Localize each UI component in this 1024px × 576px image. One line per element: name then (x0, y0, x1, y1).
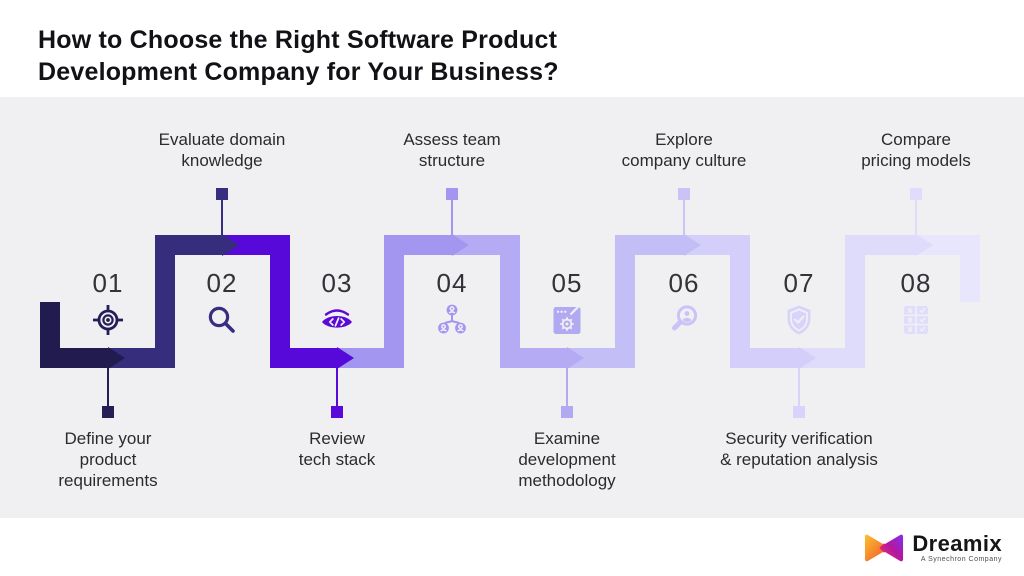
brand-name: Dreamix (912, 531, 1002, 556)
step-02: 02 Evaluate domain knowledge (159, 0, 285, 576)
step-number: 07 (783, 268, 815, 298)
dreamix-logo-icon (865, 534, 904, 562)
step-label: Explore company culture (621, 130, 747, 170)
checklist-table-icon (898, 302, 934, 338)
step-label: Define your product requirements (58, 429, 158, 490)
step-label: Review tech stack (298, 429, 376, 469)
marker-square (793, 406, 805, 418)
marker-square (331, 406, 343, 418)
window-gear-icon (549, 302, 585, 338)
marker-square (102, 406, 114, 418)
marker-square (446, 188, 458, 200)
marker-square (561, 406, 573, 418)
connector-line (336, 368, 338, 407)
connector-line (915, 199, 917, 236)
step-label: Compare pricing models (861, 130, 971, 170)
step-01: 01 Define your product requirements (48, 0, 168, 576)
connector-line (683, 199, 685, 236)
magnifier-icon (204, 302, 240, 338)
step-number: 06 (668, 268, 700, 298)
code-review-eye-icon (319, 302, 355, 338)
step-number: 01 (92, 268, 124, 298)
person-search-icon (666, 302, 702, 338)
step-number: 05 (551, 268, 583, 298)
brand-logo: Dreamix A Synechron Company (864, 532, 1002, 564)
target-icon (90, 302, 126, 338)
step-number: 02 (206, 268, 238, 298)
step-number: 08 (900, 268, 932, 298)
step-number: 04 (436, 268, 468, 298)
marker-square (910, 188, 922, 200)
step-08: 08 Compare pricing models (856, 0, 976, 576)
step-label: Examine development methodology (518, 429, 616, 490)
connector-line (221, 199, 223, 236)
step-04: 04 Assess team structure (392, 0, 512, 576)
step-label: Evaluate domain knowledge (158, 130, 286, 170)
team-structure-icon (434, 302, 470, 338)
shield-check-icon (781, 302, 817, 338)
step-label: Security verification & reputation analy… (720, 429, 878, 469)
step-03: 03 Review tech stack (277, 0, 397, 576)
connector-line (566, 368, 568, 407)
step-07: 07 Security verification & reputation an… (720, 0, 878, 576)
marker-square (216, 188, 228, 200)
marker-square (678, 188, 690, 200)
connector-line (451, 199, 453, 236)
connector-line (798, 368, 800, 407)
page-title: How to Choose the Right Software Product… (38, 26, 559, 86)
step-label: Assess team structure (403, 130, 501, 170)
connector-line (107, 368, 109, 407)
brand-tagline: A Synechron Company (920, 556, 1002, 563)
step-06: 06 Explore company culture (622, 0, 746, 576)
step-number: 03 (321, 268, 353, 298)
step-05: 05 Examine development methodology (507, 0, 627, 576)
